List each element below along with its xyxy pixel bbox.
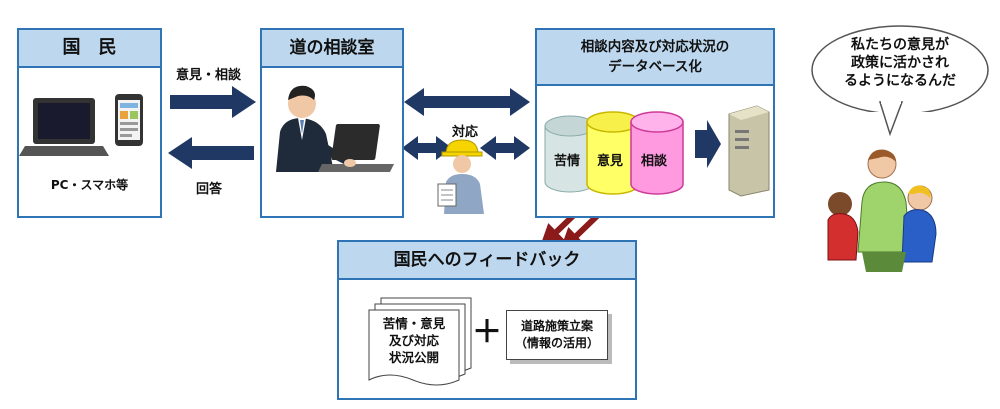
speech-line3: るようになるんだ bbox=[844, 73, 956, 89]
answer-label: 回答 bbox=[196, 182, 223, 197]
consult-room-title: 道の相談室 bbox=[262, 30, 402, 68]
laptop-and-phone-icon bbox=[19, 94, 143, 156]
database-title-line1: 相談内容及び対応状況の bbox=[580, 39, 730, 55]
speech-line1: 私たちの意見が bbox=[851, 37, 949, 53]
response-label: 対応 bbox=[452, 125, 479, 140]
complaint-label: 苦情 bbox=[554, 154, 581, 169]
speech-bubble-tail bbox=[878, 100, 904, 137]
opinion-label: 意見 bbox=[597, 154, 624, 169]
to-server-arrow bbox=[695, 120, 721, 168]
consult-cylinder bbox=[630, 111, 684, 195]
database-cylinders bbox=[544, 105, 770, 197]
policy-text: 道路施策立案 （情報の活用） bbox=[506, 318, 608, 352]
answer-arrow bbox=[168, 137, 254, 169]
opinion-consult-label: 意見・相談 bbox=[176, 68, 242, 83]
doc-line3: 状況公開 bbox=[388, 350, 439, 365]
devices-caption: PC・スマホ等 bbox=[50, 178, 129, 192]
database-box: 相談内容及び対応状況の データベース化 苦情 意見 相談 bbox=[535, 28, 775, 218]
response-arrow-right bbox=[480, 136, 530, 160]
consult-label: 相談 bbox=[641, 154, 668, 169]
speech-line2: 政策に活かされ bbox=[851, 55, 949, 71]
citizen-title: 国 民 bbox=[19, 30, 160, 68]
room-database-arrow bbox=[404, 88, 530, 116]
citizen-box: 国 民 PC・スマホ等 bbox=[17, 28, 162, 218]
policy-line1: 道路施策立案 bbox=[520, 319, 593, 333]
consult-room-box: 道の相談室 bbox=[260, 28, 404, 218]
feedback-title: 国民へのフィードバック bbox=[339, 242, 635, 280]
complaint-cylinder bbox=[544, 115, 596, 193]
server-icon bbox=[728, 105, 770, 197]
policy-box bbox=[506, 310, 608, 360]
disclosure-doc-text: 苦情・意見 及び対応 状況公開 bbox=[369, 315, 459, 366]
opinion-consult-arrow bbox=[170, 86, 256, 118]
database-title: 相談内容及び対応状況の データベース化 bbox=[537, 30, 773, 86]
response-arrow-left bbox=[402, 136, 452, 160]
doc-line2: 及び対応 bbox=[388, 333, 439, 348]
doc-line1: 苦情・意見 bbox=[382, 316, 446, 331]
plus-sign: ＋ bbox=[472, 315, 502, 350]
speech-text: 私たちの意見が 政策に活かされ るようになるんだ bbox=[822, 36, 978, 90]
people-group-icon bbox=[827, 149, 937, 272]
office-worker-icon bbox=[276, 85, 394, 172]
construction-worker-icon bbox=[437, 139, 484, 214]
database-title-line2: データベース化 bbox=[608, 59, 702, 75]
policy-line2: （情報の活用） bbox=[514, 336, 599, 350]
document-stack-icon bbox=[368, 297, 472, 386]
